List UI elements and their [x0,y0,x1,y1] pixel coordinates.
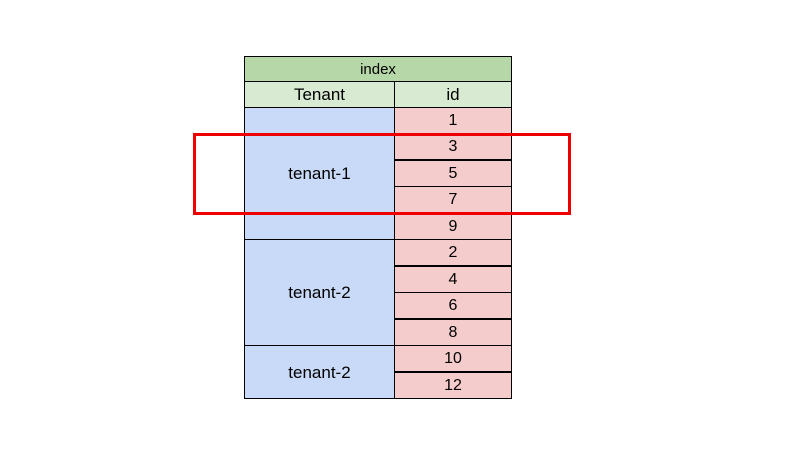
id-cell: 4 [394,266,512,293]
tenant-cell-tenant-2-second: tenant-2 [244,345,395,399]
id-cell: 2 [394,239,512,266]
id-cell: 6 [394,292,512,319]
id-cell: 7 [394,186,512,213]
index-header: index [244,56,512,82]
tenant-column-header: Tenant [244,81,395,108]
tenant-cell-tenant-1: tenant-1 [244,107,395,240]
id-cell: 1 [394,107,512,134]
id-cell: 9 [394,213,512,240]
id-column-header: id [394,81,512,108]
id-cell: 8 [394,319,512,346]
id-cell: 5 [394,160,512,187]
id-cell: 3 [394,133,512,160]
tenant-cell-tenant-2: tenant-2 [244,239,395,346]
id-cell: 12 [394,372,512,399]
id-cell: 10 [394,345,512,372]
